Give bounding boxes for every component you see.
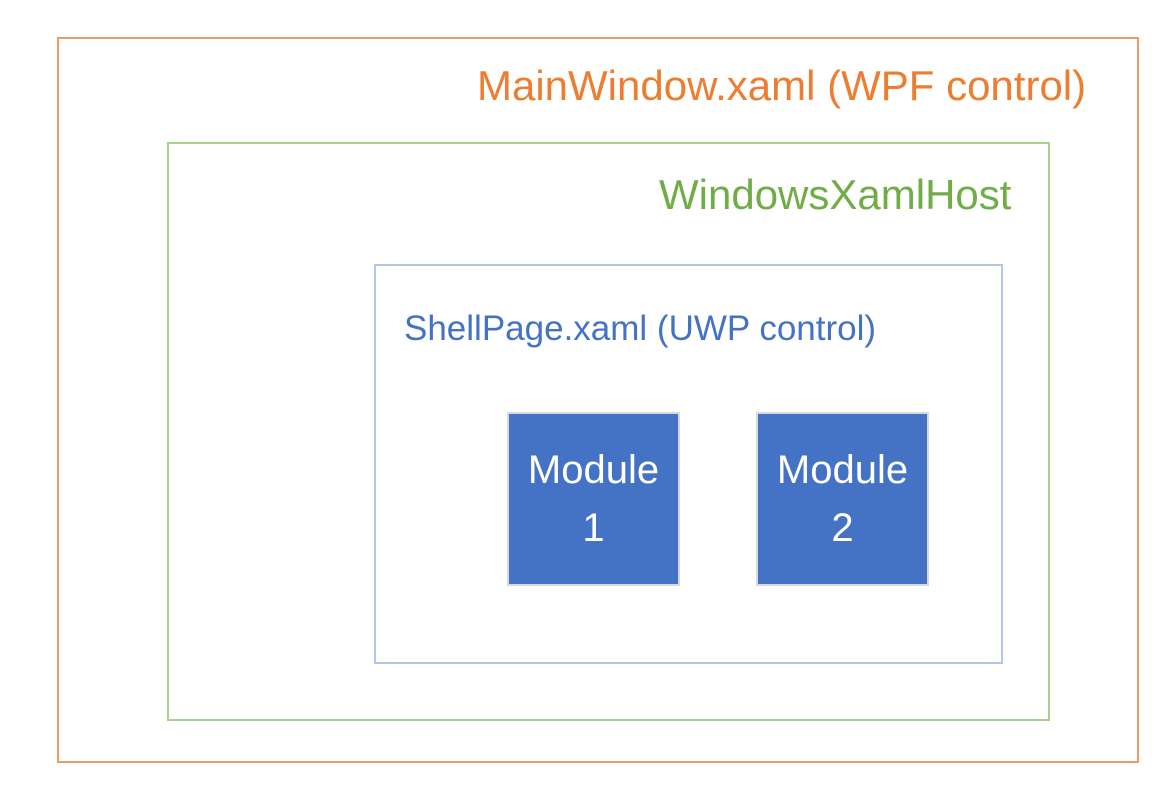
module-2-label-line2: 2 [831,506,854,550]
module-1-box: Module 1 [507,412,680,586]
windows-xaml-host-label: WindowsXamlHost [659,171,1012,218]
module-2-box: Module 2 [756,412,929,586]
windows-xaml-host-box: WindowsXamlHost ShellPage.xaml (UWP cont… [167,142,1050,721]
module-2-label-line1: Module [776,448,909,492]
shellpage-uwp-box: ShellPage.xaml (UWP control) Module 1 Mo… [374,264,1003,664]
mainwindow-wpf-label: MainWindow.xaml (WPF control) [477,62,1087,109]
mainwindow-wpf-box: MainWindow.xaml (WPF control) WindowsXam… [57,37,1139,763]
shellpage-uwp-label: ShellPage.xaml (UWP control) [404,309,877,348]
module-1-label-line1: Module [527,448,660,492]
module-1-label-line2: 1 [582,506,605,550]
